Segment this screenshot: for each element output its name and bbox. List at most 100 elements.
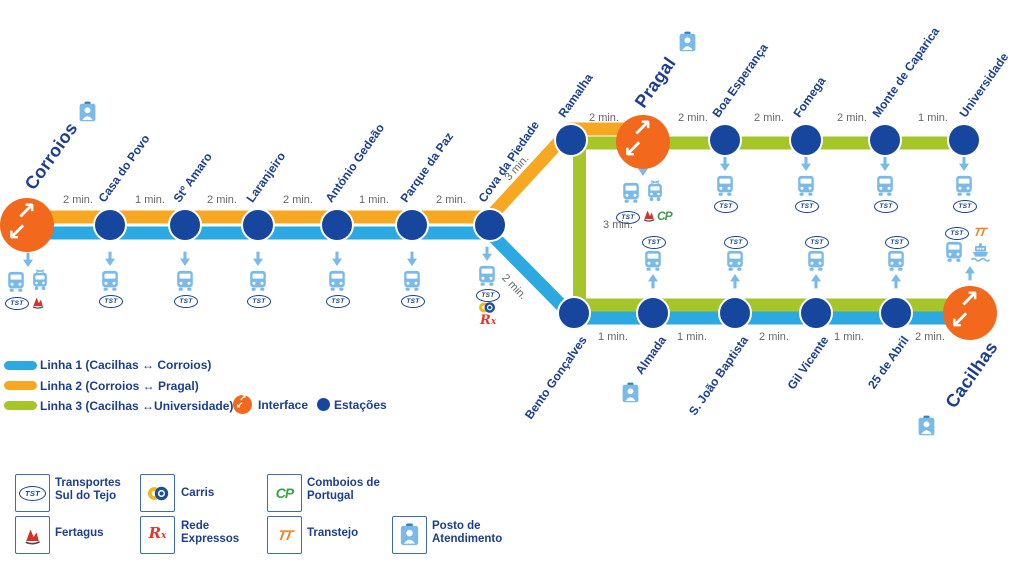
- transtejo-logo: TT: [276, 527, 293, 543]
- interface-legend-label: Interface: [258, 398, 309, 412]
- station-dot-fomega: [789, 123, 823, 157]
- tst-legend-label: Transportes Sul do Tejo: [55, 477, 121, 502]
- time-label: 1 min.: [677, 331, 707, 343]
- tst-logo: TST: [5, 297, 29, 310]
- station-dot-antonio-gedeao: [320, 208, 354, 242]
- tst-legend-box: TST: [15, 474, 50, 512]
- station-dot-sto-amaro: [168, 208, 202, 242]
- rede-expressos-legend-label: Rede Expressos: [181, 520, 240, 545]
- time-label: 1 min.: [834, 331, 864, 343]
- train-icon: [29, 268, 51, 292]
- bus-icon: [943, 240, 965, 262]
- station-dot-casa-do-povo: [93, 208, 127, 242]
- tst-logo: TST: [805, 236, 829, 249]
- interface-arrow-sw-icon: ↙: [236, 401, 244, 411]
- time-label: 2 min.: [436, 194, 466, 206]
- station-dot-s-joao-baptista: [718, 296, 752, 330]
- arrow-up-icon: [645, 273, 661, 289]
- tst-logo: TST: [99, 295, 123, 308]
- cp-legend-label: Comboios de Portugal: [307, 477, 380, 502]
- bus-icon: [247, 269, 269, 291]
- bus-icon: [885, 249, 907, 271]
- station-dot-laranjeiro: [241, 208, 275, 242]
- fertagus-legend-label: Fertagus: [55, 527, 104, 539]
- time-label: 2 min.: [915, 331, 945, 343]
- time-label: 2 min.: [759, 331, 789, 343]
- arrow-up-icon: [888, 273, 904, 289]
- arrow-down-icon: [20, 252, 36, 268]
- station-dot-almada: [636, 296, 670, 330]
- tst-logo: TST: [401, 295, 425, 308]
- bus-icon: [620, 181, 642, 203]
- arrow-down-icon: [479, 246, 495, 262]
- rede-expressos-logo: Rx: [148, 524, 167, 542]
- tst-logo: TST: [714, 200, 738, 213]
- tst-logo: TST: [19, 485, 46, 501]
- interface-arrow-ne-icon: ↗: [239, 394, 247, 404]
- bus-icon: [953, 174, 975, 196]
- interface-arrow-ne-icon: ↗: [632, 114, 653, 142]
- station-dot-universidade: [947, 123, 981, 157]
- tst-logo: TST: [724, 236, 748, 249]
- linha-1-swatch: [4, 361, 37, 370]
- transtejo-logo: TT: [972, 225, 986, 239]
- arrow-down-icon: [956, 156, 972, 172]
- linha-2-label: Linha 2 (Corroios ↔ Pragal): [40, 379, 199, 393]
- train-icon: [644, 179, 666, 203]
- cp-legend-box: CP: [267, 474, 302, 512]
- arrow-up-icon: [727, 273, 743, 289]
- ferry-icon: [969, 240, 992, 262]
- tst-logo: TST: [247, 295, 271, 308]
- station-dot-ramalha: [554, 123, 588, 157]
- station-dot-cova-da-piedade: [473, 208, 507, 242]
- cp-logo: CP: [275, 485, 294, 501]
- bus-icon: [174, 269, 196, 291]
- station-dot-gil-vicente: [799, 296, 833, 330]
- station-dot-25-de-abril: [879, 296, 913, 330]
- rede-expressos-logo: Rx: [480, 313, 497, 328]
- cp-logo: CP: [657, 209, 673, 223]
- linha-2-swatch: [4, 381, 37, 390]
- tst-logo: TST: [953, 200, 977, 213]
- arrow-up-icon: [962, 265, 978, 281]
- fertagus-logo: [31, 295, 45, 309]
- estacoes-legend-label: Estações: [334, 398, 387, 412]
- bus-icon: [714, 174, 736, 196]
- bus-icon: [805, 249, 827, 271]
- interface-pragal: ↗ ↙: [616, 114, 670, 169]
- carris-legend-label: Carris: [181, 487, 215, 499]
- interface-corroios: ↗ ↙: [0, 197, 54, 252]
- arrow-down-icon: [102, 251, 118, 267]
- bus-icon: [642, 249, 664, 271]
- interface-arrow-ne-icon: ↗: [959, 285, 980, 313]
- interface-legend-icon: ↗ ↙: [233, 394, 252, 414]
- carris-logo: [147, 485, 169, 502]
- tst-logo: TST: [874, 200, 898, 213]
- linha-1-label: Linha 1 (Cacilhas ↔ Corroios): [40, 358, 212, 372]
- station-dot-bento-goncalves: [557, 296, 591, 330]
- bus-icon: [724, 249, 746, 271]
- tst-logo: TST: [642, 236, 666, 249]
- bus-icon: [5, 270, 27, 292]
- carris-legend-box: [140, 474, 175, 512]
- time-label: 2 min.: [63, 194, 93, 206]
- tst-logo: TST: [885, 236, 909, 249]
- time-label-ramalha-bento: 3 min.: [603, 219, 633, 231]
- arrow-down-icon: [329, 251, 345, 267]
- time-label: 2 min.: [678, 112, 708, 124]
- interface-arrow-sw-icon: ↙: [7, 218, 28, 246]
- time-label: 2 min.: [754, 112, 784, 124]
- estacoes-legend-dot: [317, 398, 330, 411]
- posto-legend-label: Posto de Atendimento: [432, 520, 503, 545]
- bus-icon: [326, 269, 348, 291]
- tst-logo: TST: [616, 211, 640, 224]
- posto-atendimento-icon: [398, 523, 421, 548]
- fertagus-logo: [23, 526, 42, 545]
- posto-atendimento-icon: [916, 415, 937, 438]
- time-label: 2 min.: [589, 112, 619, 124]
- posto-atendimento-icon: [677, 31, 698, 54]
- tst-logo: TST: [476, 289, 500, 302]
- bus-icon: [795, 174, 817, 196]
- time-label: 1 min.: [918, 112, 948, 124]
